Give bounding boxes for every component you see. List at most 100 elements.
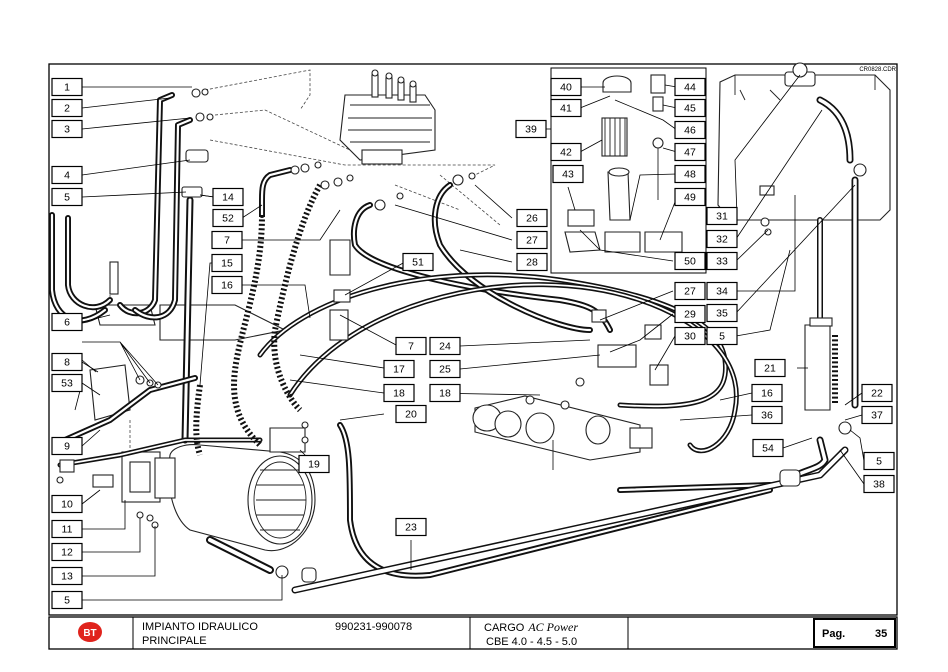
callout-number: 6 <box>64 317 70 329</box>
callout-5: 5 <box>863 451 895 471</box>
callout-number: 25 <box>439 364 451 376</box>
callout-46: 46 <box>674 120 706 140</box>
callout-54: 54 <box>752 438 784 458</box>
callout-number: 15 <box>221 258 233 270</box>
callout-box <box>383 383 415 403</box>
callout-box <box>550 142 582 162</box>
callout-box <box>298 454 330 474</box>
callout-number: 34 <box>716 286 728 298</box>
callout-number: 8 <box>64 357 70 369</box>
callout-11: 11 <box>51 519 83 539</box>
callout-box <box>51 494 83 514</box>
callout-box <box>395 336 427 356</box>
callout-box <box>674 251 706 271</box>
callout-28: 28 <box>516 252 548 272</box>
callout-number: 10 <box>61 499 73 511</box>
callout-32: 32 <box>706 229 738 249</box>
callout-15: 15 <box>211 253 243 273</box>
model-prefix: CARGO <box>484 622 525 634</box>
title-block: BT IMPIANTO IDRAULICO PRINCIPALE 990231-… <box>78 617 896 649</box>
hydraulic-artwork <box>49 62 891 594</box>
callout-box <box>754 358 786 378</box>
title-line-1: IMPIANTO IDRAULICO <box>142 621 258 633</box>
callout-number: 7 <box>408 341 414 353</box>
callout-box <box>706 326 738 346</box>
drawing-code: CR0828.CDR <box>859 67 896 73</box>
serial-range: 990231-990078 <box>335 621 412 633</box>
callout-35: 35 <box>706 303 738 323</box>
callout-number: 50 <box>684 256 696 268</box>
callout-box <box>674 187 706 207</box>
callout-number: 4 <box>64 170 70 182</box>
callout-44: 44 <box>674 77 706 97</box>
callout-number: 18 <box>439 388 451 400</box>
callout-13: 13 <box>51 566 83 586</box>
callout-16: 16 <box>751 383 783 403</box>
title-line-2: PRINCIPALE <box>142 635 207 647</box>
callout-12: 12 <box>51 542 83 562</box>
callout-number: 19 <box>308 459 320 471</box>
callout-number: 36 <box>761 410 773 422</box>
callout-box <box>752 438 784 458</box>
callout-number: 51 <box>412 257 424 269</box>
callout-42: 42 <box>550 142 582 162</box>
callout-number: 5 <box>64 192 70 204</box>
callout-52: 52 <box>212 208 244 228</box>
callout-box <box>211 253 243 273</box>
callout-box <box>51 187 83 207</box>
callout-39: 39 <box>515 119 547 139</box>
callout-number: 2 <box>64 103 70 115</box>
callout-number: 32 <box>716 234 728 246</box>
callout-box <box>51 566 83 586</box>
callout-43: 43 <box>552 164 584 184</box>
callout-number: 9 <box>64 441 70 453</box>
callout-box <box>751 405 783 425</box>
callout-box <box>51 98 83 118</box>
callout-number: 38 <box>873 479 885 491</box>
callout-14: 14 <box>212 187 244 207</box>
callout-box <box>674 326 706 346</box>
callout-number: 24 <box>439 341 451 353</box>
callout-number: 27 <box>684 286 696 298</box>
callout-19: 19 <box>298 454 330 474</box>
model-suffix: AC Power <box>527 620 578 634</box>
callout-number: 54 <box>762 443 774 455</box>
callout-27: 27 <box>674 281 706 301</box>
callout-22: 22 <box>861 383 893 403</box>
callout-33: 33 <box>706 251 738 271</box>
callout-box <box>674 304 706 324</box>
callout-number: 14 <box>222 192 234 204</box>
callout-box <box>51 436 83 456</box>
control-valve-block <box>339 69 436 165</box>
callout-box <box>51 373 83 393</box>
callout-box <box>674 164 706 184</box>
callout-5: 5 <box>51 187 83 207</box>
callout-number: 39 <box>525 124 537 136</box>
callout-number: 46 <box>684 125 696 137</box>
callout-48: 48 <box>674 164 706 184</box>
callout-box <box>706 229 738 249</box>
callout-number: 49 <box>684 192 696 204</box>
callout-box <box>51 519 83 539</box>
callout-number: 26 <box>526 213 538 225</box>
callout-23: 23 <box>395 517 427 537</box>
callout-box <box>211 275 243 295</box>
callout-24: 24 <box>429 336 461 356</box>
callout-number: 53 <box>61 378 73 390</box>
callout-number: 23 <box>405 522 417 534</box>
callout-box <box>51 352 83 372</box>
callout-4: 4 <box>51 165 83 185</box>
callout-box <box>863 474 895 494</box>
callout-21: 21 <box>754 358 786 378</box>
callout-box <box>51 119 83 139</box>
callout-number: 5 <box>719 331 725 343</box>
callout-box <box>751 383 783 403</box>
callout-box <box>674 77 706 97</box>
callout-9: 9 <box>51 436 83 456</box>
pump-motor <box>121 444 316 552</box>
callout-box <box>706 303 738 323</box>
callout-10: 10 <box>51 494 83 514</box>
callout-8: 8 <box>51 352 83 372</box>
